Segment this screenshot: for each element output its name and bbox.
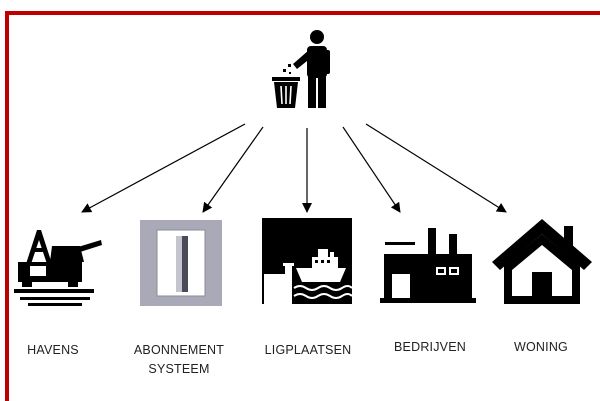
label-bedrijven-text: BEDRIJVEN <box>394 340 466 354</box>
arrow-to-havens <box>81 123 246 213</box>
label-havens-text: HAVENS <box>27 343 79 357</box>
arrow-to-abonnement <box>202 126 264 213</box>
house-icon <box>492 219 592 304</box>
label-ligplaatsen-text: LIGPLAATSEN <box>264 343 352 357</box>
label-abonnement-line-2: SYSTEEM <box>148 362 210 376</box>
person-throwing-trash-in-bin-icon <box>272 30 330 108</box>
subscription-card-icon <box>140 220 222 306</box>
label-woning: WONING <box>496 338 586 357</box>
label-ligplaatsen: LIGPLAATSEN <box>256 341 360 360</box>
arrow-to-bedrijven <box>342 126 401 213</box>
frame-top-border <box>5 11 600 15</box>
label-abonnement-systeem: ABONNEMENT SYSTEEM <box>120 341 238 379</box>
frame-left-border <box>5 11 9 401</box>
label-havens: HAVENS <box>16 341 90 360</box>
arrow-to-woning <box>365 123 507 213</box>
port-crane-icon <box>14 230 102 306</box>
label-abonnement-line-1: ABONNEMENT <box>133 343 225 357</box>
ship-at-berth-icon <box>262 218 353 304</box>
label-bedrijven: BEDRIJVEN <box>382 338 478 357</box>
label-woning-text: WONING <box>514 340 568 354</box>
